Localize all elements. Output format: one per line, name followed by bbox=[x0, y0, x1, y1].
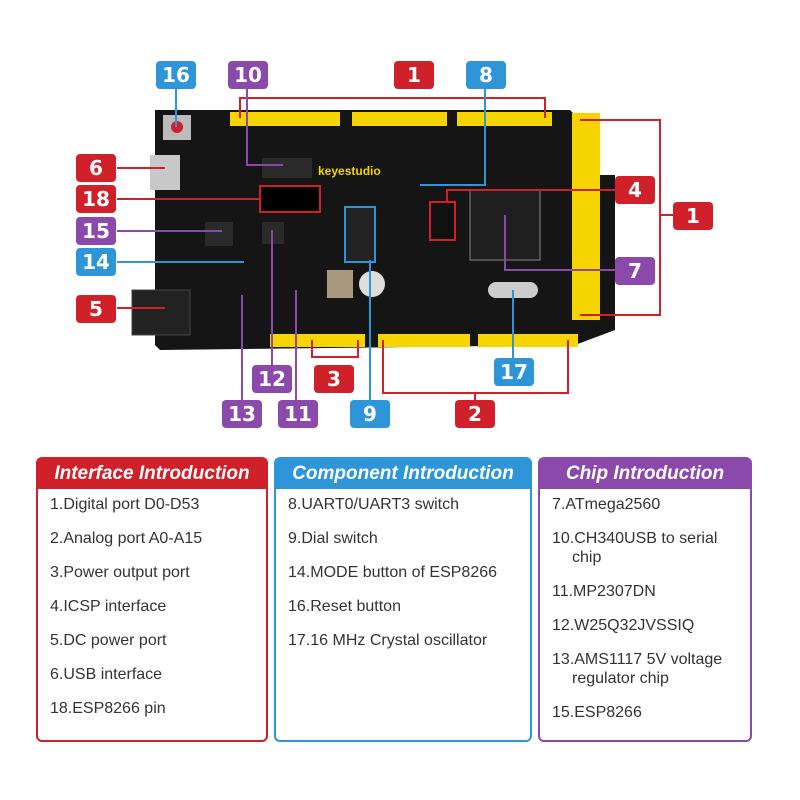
list-item: 12.W25Q32JVSSIQ bbox=[552, 617, 695, 634]
list-item: 15.ESP8266 bbox=[552, 704, 642, 721]
list-item: 4.ICSP interface bbox=[50, 598, 167, 615]
list-item: 2.Analog port A0-A15 bbox=[50, 530, 203, 547]
list-item: 16.Reset button bbox=[288, 598, 401, 615]
callout-7: 7 bbox=[615, 257, 655, 285]
esp-pin-header bbox=[259, 185, 321, 213]
header-power bbox=[270, 334, 365, 347]
list-item: 5.DC power port bbox=[50, 632, 167, 649]
list-item: 9.Dial switch bbox=[288, 530, 378, 547]
list-item: 3.Power output port bbox=[50, 564, 190, 581]
callout-9: 9 bbox=[350, 400, 390, 428]
header-top-3 bbox=[457, 112, 552, 126]
line-10 bbox=[246, 88, 283, 166]
callout-12: 12 bbox=[252, 365, 292, 393]
callout-10: 10 bbox=[228, 61, 268, 89]
board-illustration: keyestudio bbox=[117, 88, 675, 400]
chip-introduction-panel: Chip Introduction 7.ATmega2560 10.CH340U… bbox=[538, 457, 752, 742]
list-item: 8.UART0/UART3 switch bbox=[288, 496, 460, 513]
callout-6: 6 bbox=[76, 154, 116, 182]
dc-jack bbox=[131, 289, 191, 336]
callout-8: 8 bbox=[466, 61, 506, 89]
callout-5: 5 bbox=[76, 295, 116, 323]
list-item: 13.AMS1117 5V voltage regulator chip bbox=[552, 651, 723, 687]
header-right bbox=[572, 113, 600, 320]
ch340-chip bbox=[262, 158, 312, 178]
callout-13: 13 bbox=[222, 400, 262, 428]
list-item: 18.ESP8266 pin bbox=[50, 700, 166, 717]
callout-4: 4 bbox=[615, 176, 655, 204]
header-analog-1 bbox=[378, 334, 470, 347]
interface-introduction-panel: Interface Introduction 1.Digital port D0… bbox=[36, 457, 268, 742]
header-top-1 bbox=[230, 112, 340, 126]
chip-list: 7.ATmega2560 10.CH340USB to serial chip … bbox=[540, 489, 750, 722]
callout-16: 16 bbox=[156, 61, 196, 89]
panel-title: Component Introduction bbox=[276, 459, 530, 489]
list-item: 6.USB interface bbox=[50, 666, 163, 683]
list-item: 11.MP2307DN bbox=[552, 583, 656, 600]
icsp-header bbox=[429, 201, 456, 241]
callout-1-top: 1 bbox=[394, 61, 434, 89]
panel-title: Chip Introduction bbox=[540, 459, 750, 489]
component-list: 8.UART0/UART3 switch 9.Dial switch 14.MO… bbox=[276, 489, 530, 650]
list-item: 7.ATmega2560 bbox=[552, 496, 661, 513]
callout-11: 11 bbox=[278, 400, 318, 428]
dip-switch bbox=[344, 206, 376, 263]
line-4 bbox=[446, 189, 615, 203]
list-item: 17.16 MHz Crystal oscillator bbox=[288, 632, 488, 649]
header-analog-2 bbox=[478, 334, 578, 347]
list-item: 14.MODE button of ESP8266 bbox=[288, 564, 498, 581]
callout-1-right: 1 bbox=[673, 202, 713, 230]
leader-lines bbox=[117, 88, 675, 400]
panel-title: Interface Introduction bbox=[38, 459, 266, 489]
callout-15: 15 bbox=[76, 217, 116, 245]
line-1-top bbox=[239, 97, 546, 118]
capacitor bbox=[359, 271, 385, 297]
line-2 bbox=[382, 340, 569, 400]
callout-14: 14 bbox=[76, 248, 116, 276]
callout-17: 17 bbox=[494, 358, 534, 386]
callout-2: 2 bbox=[455, 400, 495, 428]
list-item: 10.CH340USB to serial chip bbox=[552, 530, 718, 566]
inductor bbox=[327, 270, 353, 298]
esp8266-chip bbox=[205, 222, 233, 246]
interface-list: 1.Digital port D0-D53 2.Analog port A0-A… bbox=[38, 489, 266, 718]
header-top-2 bbox=[352, 112, 447, 126]
list-item: 1.Digital port D0-D53 bbox=[50, 496, 200, 513]
board-diagram: keyestudio 16 10 1 8 6 18 4 1 bbox=[76, 61, 713, 428]
callout-18: 18 bbox=[76, 185, 116, 213]
line-1-right bbox=[580, 119, 675, 316]
line-8 bbox=[420, 88, 486, 186]
component-introduction-panel: Component Introduction 8.UART0/UART3 swi… bbox=[274, 457, 532, 742]
line-7 bbox=[504, 215, 615, 271]
usb-port bbox=[150, 155, 180, 190]
line-3 bbox=[311, 340, 359, 358]
brand-logo: keyestudio bbox=[318, 164, 381, 178]
callout-3: 3 bbox=[314, 365, 354, 393]
